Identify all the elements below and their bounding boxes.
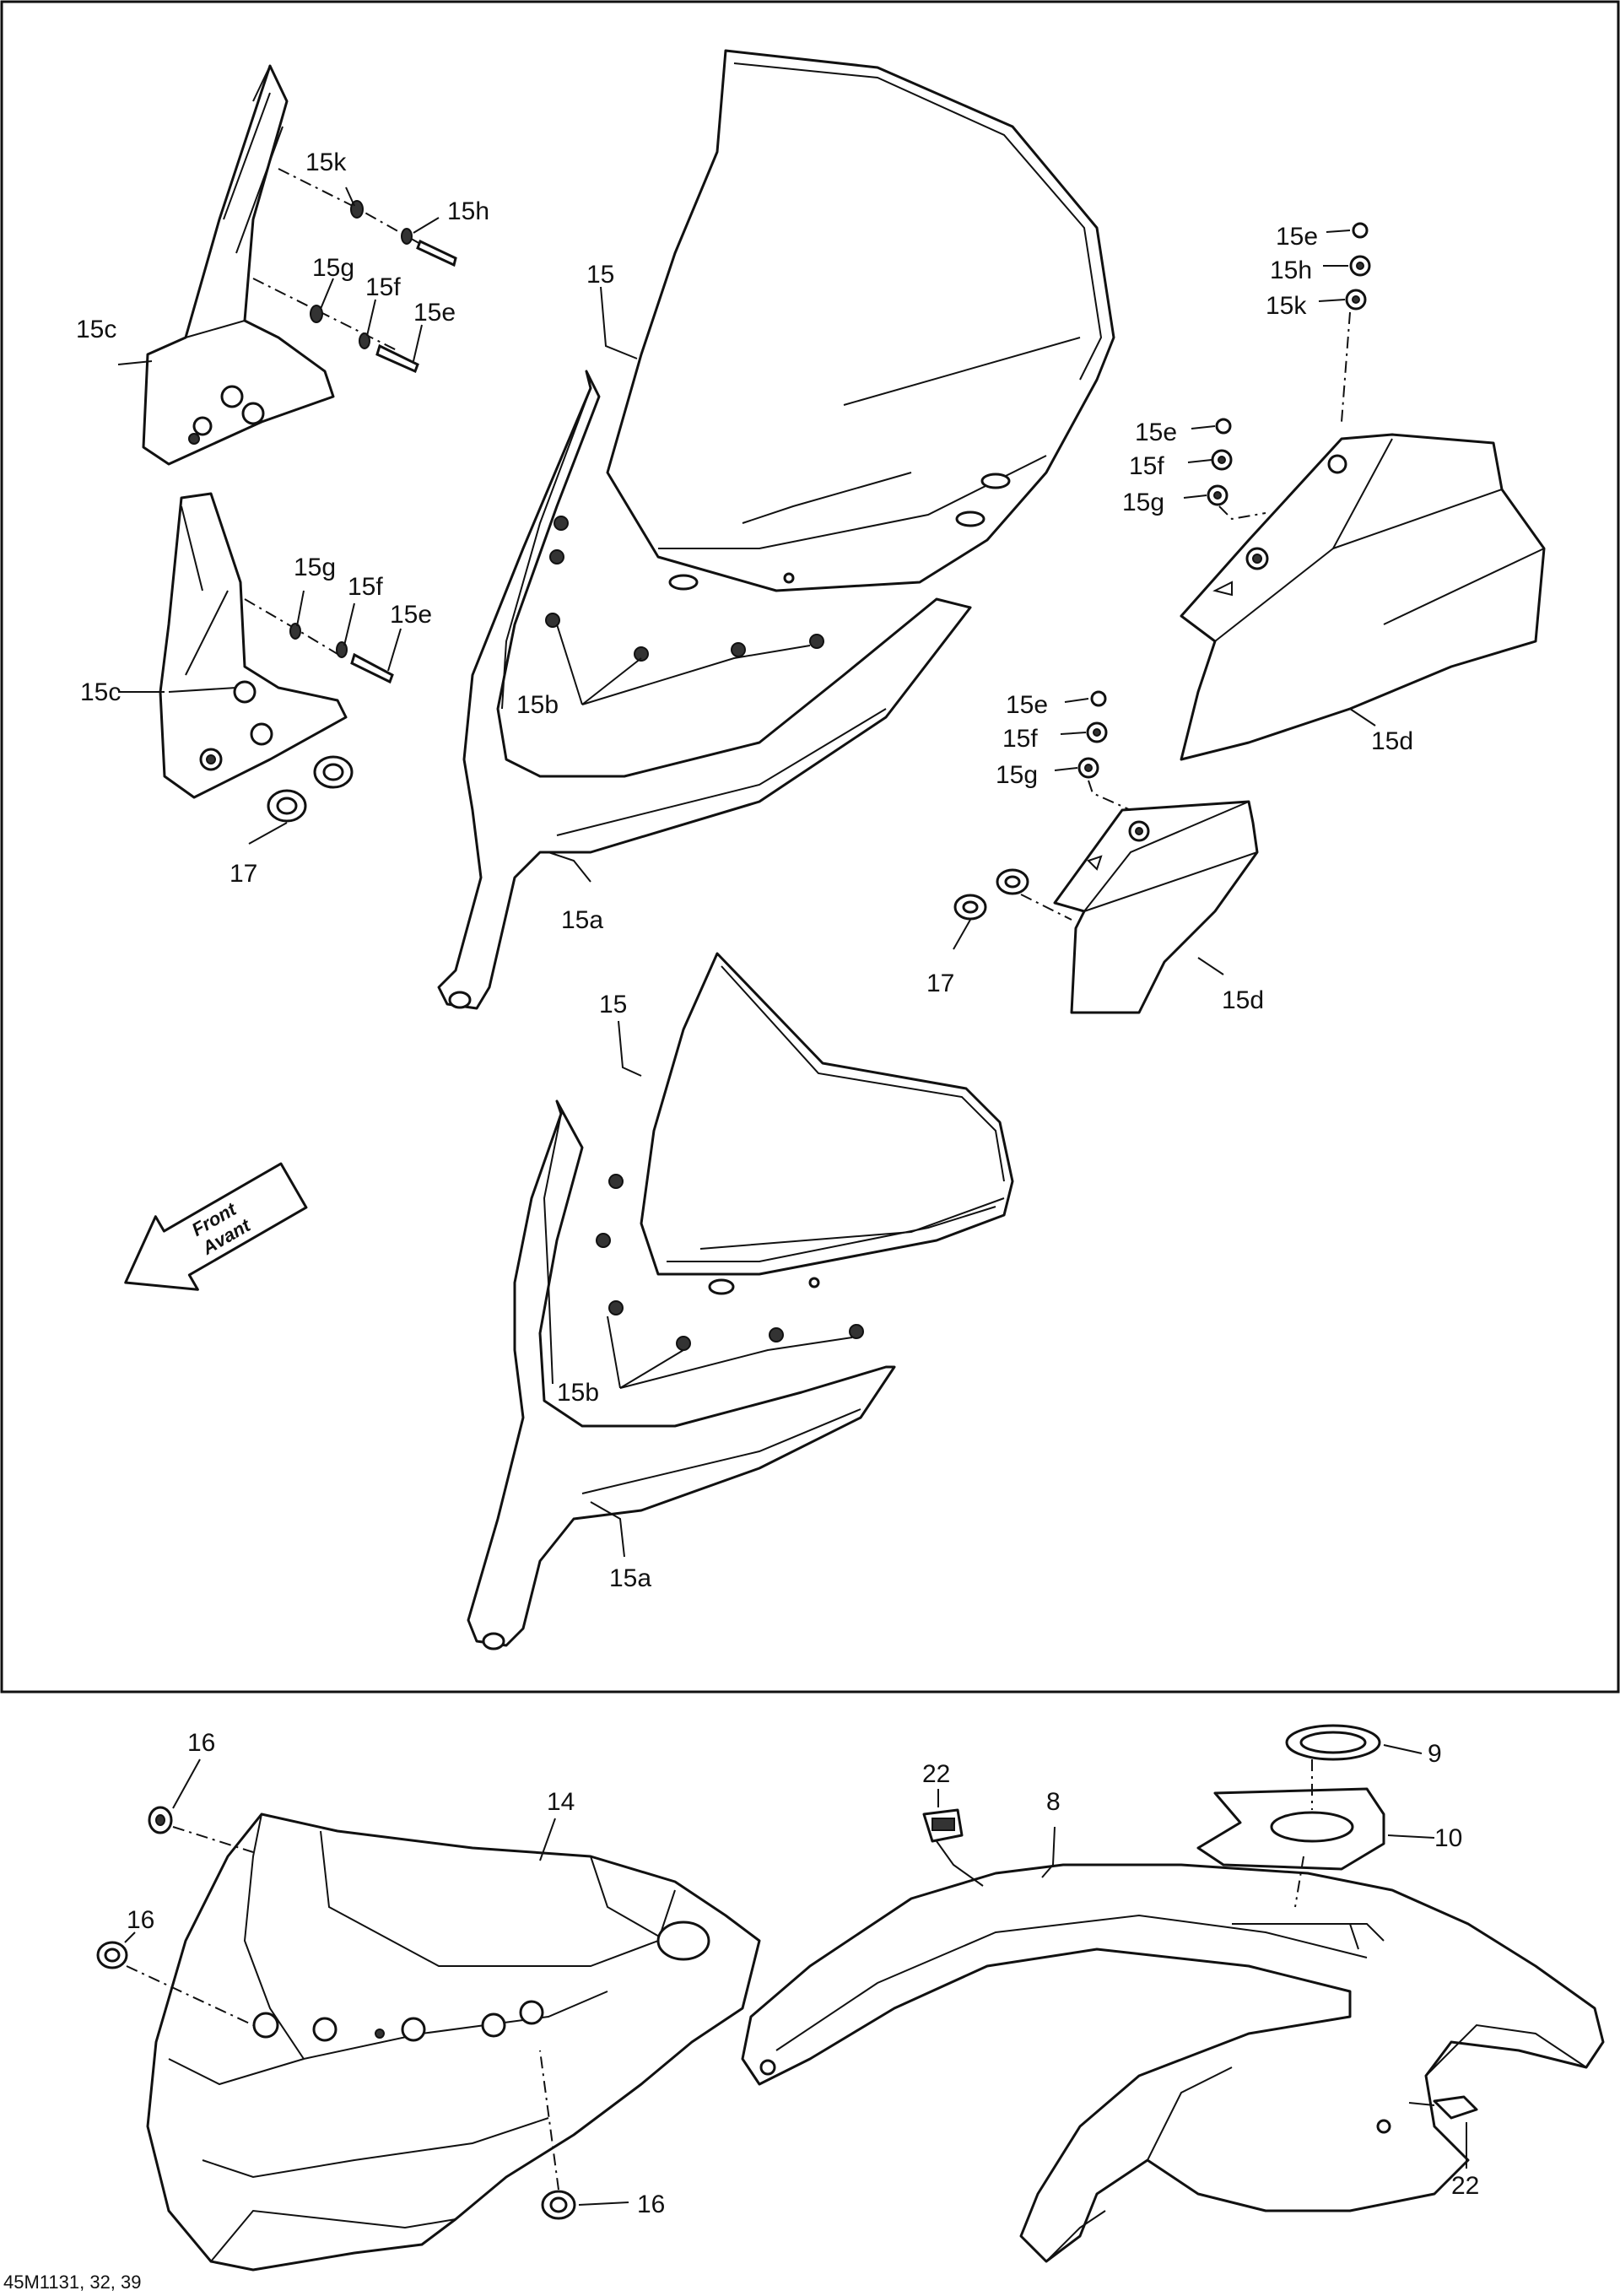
deflector-bracket-upper [142,64,335,466]
grommets-16 [96,1806,576,2220]
callouts-lower-left: 15g 15f 15e 15c 17 [80,554,432,888]
label-22-lower: 22 [1451,2172,1479,2200]
label-15f-lower: 15f [348,573,383,601]
label-15g-right-upper: 15g [1122,489,1164,516]
mounting-plate-10 [1196,1759,1385,1908]
label-15f-upper: 15f [365,273,401,301]
hardware-stack-lower [244,598,394,823]
label-16-bottom: 16 [637,2191,665,2218]
side-deflector-15d-lower [1053,800,1259,1014]
deflector-bracket-lower [159,492,348,799]
label-14: 14 [547,1788,575,1816]
label-9: 9 [1428,1740,1442,1768]
grommet-17-lower-a [267,789,307,823]
label-15g-right-lower: 15g [996,761,1038,789]
hardware-stack-right-upper [1207,222,1371,521]
callouts-bottom-right: 22 8 9 10 22 [922,1740,1479,2200]
grommet-16-left [96,1941,128,1969]
label-15e-upper: 15e [413,299,456,327]
grommet-17-right-a [953,894,987,921]
front-direction-arrow: Front Avant [124,1162,308,1291]
label-15k-upper: 15k [305,149,347,176]
label-15a-short: 15a [609,1564,651,1592]
key-tag-22-upper [922,1808,984,1887]
label-15e-right-upper: 15e [1135,419,1177,446]
label-15e-right-lower: 15e [1006,691,1048,719]
hardware-stack-upper [252,168,457,374]
grommet-17-right-b [996,868,1029,895]
key-tag-22-lower [1408,2095,1478,2120]
callouts-bottom-left: 16 16 16 14 [124,1729,665,2218]
label-22-upper: 22 [922,1760,950,1788]
windshield-mount-short-15a [467,1099,896,1650]
callouts-upper-left: 15k 15h 15g 15f 15e 15c [76,149,489,365]
label-15e-right-top: 15e [1276,223,1318,251]
label-15g-upper: 15g [312,254,354,282]
label-15b-tall: 15b [516,691,559,719]
label-15g-lower: 15g [294,554,336,581]
label-15k-right-top: 15k [1266,292,1307,320]
callouts-center-bottom: 15 15b 15a [557,991,853,1592]
callouts-right-upper: 15e 15h 15k 15e 15f 15g 15d [1122,223,1413,755]
side-deflector-15d-upper [1180,433,1546,761]
label-15h-upper: 15h [447,197,489,225]
grommet-16-top [148,1806,173,1834]
hardware-stack-right-lower [953,690,1131,921]
label-15f-right-upper: 15f [1129,452,1164,480]
label-10: 10 [1434,1824,1462,1852]
label-8: 8 [1046,1788,1061,1816]
windshield-short [640,952,1014,1295]
windshield-tall [606,49,1115,592]
label-15f-right-lower: 15f [1002,725,1038,753]
callouts-right-lower: 15e 15f 15g 17 15d [926,691,1264,1014]
label-15c-lower: 15c [80,678,121,706]
windshield-mount-tall-15a [437,370,972,1010]
label-15a-tall: 15a [561,906,603,934]
console-8 [741,1863,1605,2263]
label-15d-lower: 15d [1222,986,1264,1014]
label-16-left: 16 [127,1906,154,1934]
label-16-top: 16 [187,1729,215,1757]
front-fairing-14 [146,1812,761,2272]
label-15-tall: 15 [586,261,614,289]
filler-ring-9 [1285,1724,1381,1761]
label-15d-upper: 15d [1371,727,1413,755]
label-17-left: 17 [230,860,257,888]
callouts-center-top: 15 15b 15a [516,261,811,934]
windshield-options-frame [0,0,1620,1694]
label-17-right: 17 [926,970,954,997]
label-15e-lower: 15e [390,601,432,629]
label-15h-right-top: 15h [1270,257,1312,284]
reference-code: 45M1131, 32, 39 [3,2272,142,2293]
label-15c-upper: 15c [76,316,116,343]
label-15b-short: 15b [557,1379,599,1407]
grommet-17-lower-b [313,755,354,789]
label-15-short: 15 [599,991,627,1018]
grommet-16-bottom [541,2190,576,2220]
